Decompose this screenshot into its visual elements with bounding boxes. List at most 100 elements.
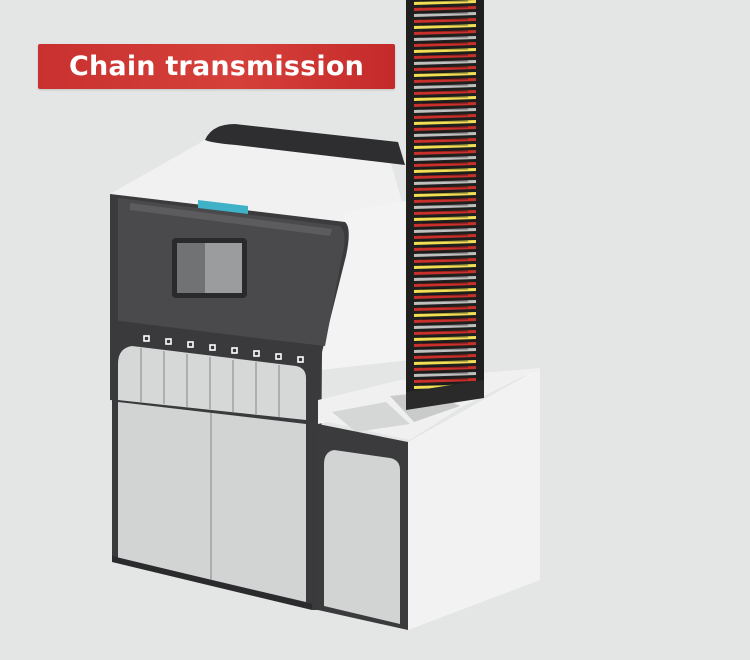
chain-link-shadow — [422, 372, 468, 374]
chain-link-shadow — [422, 348, 468, 350]
chain-link — [414, 144, 476, 149]
chain-link-shadow — [422, 54, 468, 56]
title-banner: Chain transmission — [38, 44, 395, 89]
tray-box-door — [324, 450, 400, 624]
chain-link-shadow — [422, 300, 468, 302]
chain-link-shadow — [422, 198, 468, 200]
chain-link — [414, 186, 476, 191]
chain-link-shadow — [422, 216, 468, 218]
chain-link — [414, 156, 476, 161]
chain-link-shadow — [422, 102, 468, 104]
machine-top-surface — [110, 140, 405, 222]
chain-link — [414, 342, 476, 347]
chain-link-shadow — [422, 240, 468, 242]
chain-link — [414, 12, 476, 17]
chain-link — [414, 222, 476, 227]
chain-link — [414, 372, 476, 377]
chain-link — [414, 30, 476, 35]
chain-link-shadow — [422, 42, 468, 44]
chain-link — [414, 282, 476, 287]
indicator-light — [253, 350, 260, 357]
chain-link — [414, 246, 476, 251]
chain-link-shadow — [422, 156, 468, 158]
chain-link-shadow — [422, 336, 468, 338]
chain-link-shadow — [422, 210, 468, 212]
chain-link-shadow — [422, 108, 468, 110]
chain-link — [414, 108, 476, 113]
chain-link-shadow — [422, 330, 468, 332]
chain-link-shadow — [422, 204, 468, 206]
chain-link-shadow — [422, 186, 468, 188]
chain-link — [414, 378, 476, 383]
chain-link — [414, 90, 476, 95]
chain-link-shadow — [422, 180, 468, 182]
chain-link-shadow — [422, 342, 468, 344]
chain-link-shadow — [422, 324, 468, 326]
chain-link — [414, 168, 476, 173]
chain-link-shadow — [422, 120, 468, 122]
chain-link — [414, 192, 476, 197]
chain-link-shadow — [422, 18, 468, 20]
chain-link — [414, 288, 476, 293]
chain-link — [414, 84, 476, 89]
chain-link — [414, 258, 476, 263]
chain-link-shadow — [422, 192, 468, 194]
tray-opening-left — [332, 402, 410, 432]
chain-link-shadow — [422, 48, 468, 50]
chain-link-shadow — [422, 0, 468, 2]
chain-link-shadow — [422, 246, 468, 248]
indicator-light — [231, 347, 238, 354]
drawer-slots — [140, 348, 280, 417]
glass-hood-highlight — [130, 203, 332, 236]
chain-link — [414, 6, 476, 11]
drawer-module — [118, 346, 306, 420]
chain-link — [414, 228, 476, 233]
chain-link — [414, 300, 476, 305]
chain-link-shadow — [422, 276, 468, 278]
chain-link — [414, 48, 476, 53]
chain-link — [414, 306, 476, 311]
chain-link — [414, 348, 476, 353]
chain-link-shadow — [422, 90, 468, 92]
chain-link — [414, 318, 476, 323]
chain-link-shadow — [422, 222, 468, 224]
cabinet-base — [112, 556, 312, 610]
chain-link — [414, 312, 476, 317]
chain-link-shadow — [422, 258, 468, 260]
chain-link-shadow — [422, 360, 468, 362]
indicator-light — [143, 335, 150, 342]
chain-link — [414, 78, 476, 83]
chain-link — [414, 126, 476, 131]
chain-link-shadow — [422, 126, 468, 128]
chain-link-shadow — [422, 96, 468, 98]
chain-link-shadow — [422, 174, 468, 176]
chain-link-shadow — [422, 366, 468, 368]
chain-link — [414, 180, 476, 185]
chain-link-shadow — [422, 144, 468, 146]
chain-link-shadow — [422, 150, 468, 152]
chain-link — [414, 96, 476, 101]
chain-link — [414, 120, 476, 125]
chain-link — [414, 114, 476, 119]
chain-link-shadow — [422, 36, 468, 38]
chain-link-shadow — [422, 84, 468, 86]
chain-link-shadow — [422, 252, 468, 254]
chain-link-shadow — [422, 66, 468, 68]
chain-link — [414, 60, 476, 65]
indicator-light — [187, 341, 194, 348]
chain-link-shadow — [422, 270, 468, 272]
chain-link-shadow — [422, 264, 468, 266]
chain-link-shadow — [422, 114, 468, 116]
chain-link — [414, 336, 476, 341]
chain-link — [414, 174, 476, 179]
chain-link-shadow — [422, 294, 468, 296]
chain-link-shadow — [422, 306, 468, 308]
chain-link — [414, 72, 476, 77]
chain-link-shadow — [422, 138, 468, 140]
chain-link-shadow — [422, 234, 468, 236]
page-title: Chain transmission — [68, 51, 365, 82]
chain-link-shadow — [422, 228, 468, 230]
chain-link-shadow — [422, 78, 468, 80]
status-light-bar — [198, 200, 248, 214]
